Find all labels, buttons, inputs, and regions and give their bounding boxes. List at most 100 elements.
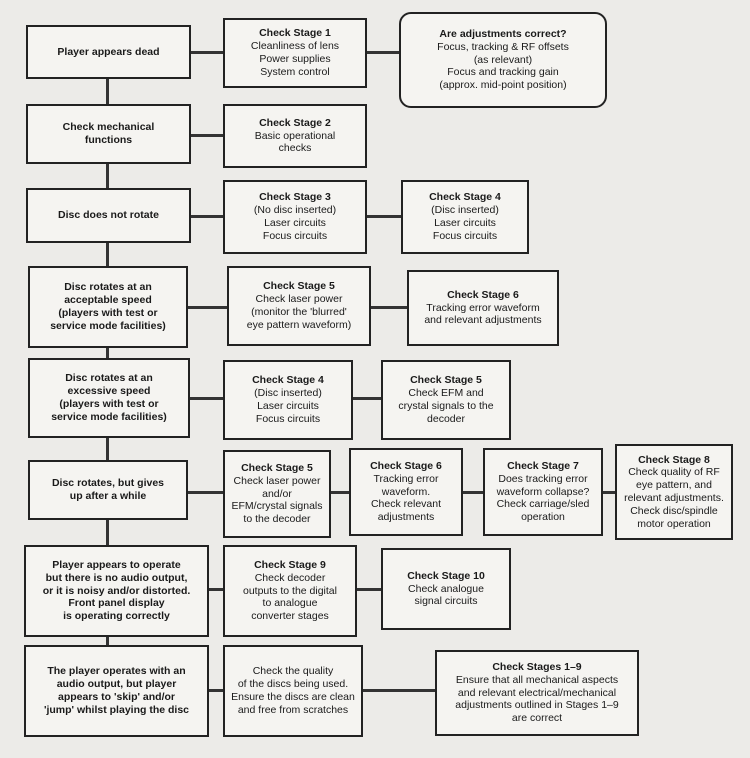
box-text-line: adjustments	[377, 511, 435, 524]
box-text-line: motor operation	[637, 517, 711, 530]
box-text-line: functions	[84, 134, 133, 146]
check-title: Check Stage 3	[259, 191, 331, 204]
box-text-line: Disc does not rotate	[58, 209, 159, 222]
box-text-line: waveform collapse?	[496, 485, 590, 498]
check-title: Check Stage 5	[263, 280, 335, 293]
box-text-line: (approx. mid-point position)	[439, 79, 567, 92]
box-text-line: to the decoder	[243, 513, 311, 526]
connector	[352, 397, 382, 400]
box-text-line: Check laser power	[255, 293, 343, 306]
connector	[188, 491, 224, 494]
box-text-line: (Disc inserted)	[254, 387, 322, 400]
box-text-line: to analogue	[262, 597, 318, 610]
connector	[330, 491, 350, 494]
box-text-line: is operating correctly	[63, 610, 170, 623]
box-text-line: Check carriage/sled	[496, 498, 590, 511]
box-text-line: Laser circuits	[257, 400, 319, 412]
connector	[188, 306, 228, 309]
connector	[208, 588, 224, 591]
box-text-line: checks	[278, 142, 312, 155]
check-title: Check Stage 5	[241, 462, 313, 474]
box-text-line: Tracking error waveform	[426, 301, 540, 314]
box-text-line: The player operates with an	[47, 665, 186, 678]
connector	[462, 491, 484, 494]
box-text-line: Ensure that all mechanical aspects	[455, 673, 619, 686]
box-text-line: (monitor the 'blurred'	[251, 306, 347, 318]
connector	[190, 397, 224, 400]
box-text-line: Power supplies	[259, 53, 331, 65]
connector	[366, 51, 400, 54]
check-box: Check Stage 4(Disc inserted)Laser circui…	[401, 180, 529, 254]
connector	[370, 306, 408, 309]
box-text-line: (as relevant)	[473, 53, 533, 66]
box-text-line: (players with test or	[58, 307, 158, 319]
box-text-line: Focus circuits	[255, 412, 321, 425]
check-title: Are adjustments correct?	[439, 28, 567, 40]
box-text-line: signal circuits	[414, 595, 478, 608]
check-title: Check Stage 6	[370, 460, 442, 472]
box-text-line: service mode facilities)	[51, 410, 167, 423]
box-text-line: Focus and tracking gain	[447, 66, 559, 79]
symptom-box: Disc does not rotate	[26, 188, 191, 243]
box-text-line: waveform.	[381, 485, 431, 498]
box-text-line: Cleanliness of lens	[250, 40, 340, 53]
box-text-line: up after a while	[69, 490, 147, 502]
box-text-line: Check relevant	[370, 498, 442, 511]
box-text-line: EFM/crystal signals	[231, 500, 323, 513]
box-text-line: and relevant adjustments	[424, 314, 542, 327]
box-text-line: relevant adjustments.	[624, 492, 724, 504]
check-box: Check Stage 3(No disc inserted)Laser cir…	[223, 180, 367, 254]
box-text-line: Does tracking error	[498, 472, 588, 485]
check-title: Check Stage 2	[259, 116, 331, 129]
box-text-line: (No disc inserted)	[253, 204, 337, 217]
box-text-line: Check disc/spindle	[630, 504, 718, 517]
box-text-line: Laser circuits	[434, 217, 496, 229]
connector	[190, 215, 224, 218]
connector	[190, 51, 224, 54]
check-title: Check Stage 10	[407, 569, 485, 582]
box-text-line: 'jump' whilst playing the disc	[43, 703, 189, 716]
box-text-line: outputs to the digital	[243, 584, 337, 597]
box-text-line: excessive speed	[67, 385, 151, 398]
box-text-line: and relevant electrical/mechanical	[457, 686, 617, 699]
check-title: Check Stage 7	[507, 460, 579, 472]
box-text-line: Focus, tracking & RF offsets	[437, 40, 569, 53]
symptom-box: Player appears dead	[26, 25, 191, 79]
check-title: Check Stage 1	[259, 27, 331, 40]
box-text-line: Disc rotates at an	[65, 372, 153, 385]
box-text-line: Disc rotates, but gives	[51, 477, 165, 490]
connector	[362, 689, 436, 692]
box-text-line: Check decoder	[254, 571, 326, 584]
box-text-line: Check mechanical	[62, 121, 155, 134]
box-text-line: eye pattern, and	[636, 479, 712, 492]
box-text-line: Check quality of RF	[628, 466, 720, 479]
box-text-line: System control	[260, 65, 330, 78]
check-title: Check Stage 9	[254, 559, 326, 571]
box-text-line: Check EFM and	[408, 387, 484, 400]
box-text-line: Check the quality	[252, 665, 334, 678]
box-text-line: but there is no audio output,	[45, 571, 188, 584]
box-text-line: Check laser power	[233, 474, 321, 487]
box-text-line: Focus circuits	[432, 229, 498, 242]
box-text-line: Laser circuits	[264, 217, 326, 229]
box-text-line: crystal signals to the	[398, 400, 494, 412]
box-text-line: Check analogue	[408, 582, 484, 595]
box-text-line: of the discs being used.	[237, 678, 349, 691]
box-text-line: Focus circuits	[262, 229, 328, 242]
box-text-line: Tracking error	[373, 472, 439, 485]
box-text-line: and free from scratches	[237, 703, 349, 716]
box-text-line: are correct	[511, 712, 563, 725]
box-text-line: Front panel display	[68, 597, 165, 610]
